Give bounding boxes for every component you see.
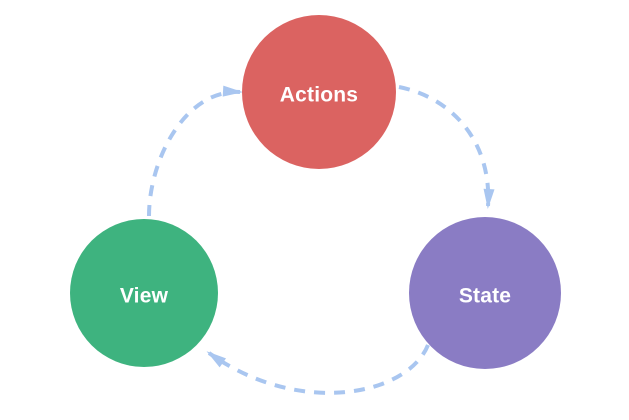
node-actions: Actions xyxy=(242,15,396,169)
node-state-label: State xyxy=(459,285,511,308)
node-view-circle xyxy=(70,219,218,367)
arrow-view-to-actions xyxy=(147,85,243,217)
node-actions-circle xyxy=(242,15,396,169)
arrow-actions-to-state xyxy=(398,85,495,209)
node-view-label: View xyxy=(120,285,169,308)
node-actions-label: Actions xyxy=(280,84,358,107)
node-state: State xyxy=(409,217,561,369)
node-state-circle xyxy=(409,217,561,369)
node-view: View xyxy=(70,219,218,367)
arrow-state-to-view xyxy=(206,344,430,395)
edges xyxy=(147,85,495,395)
